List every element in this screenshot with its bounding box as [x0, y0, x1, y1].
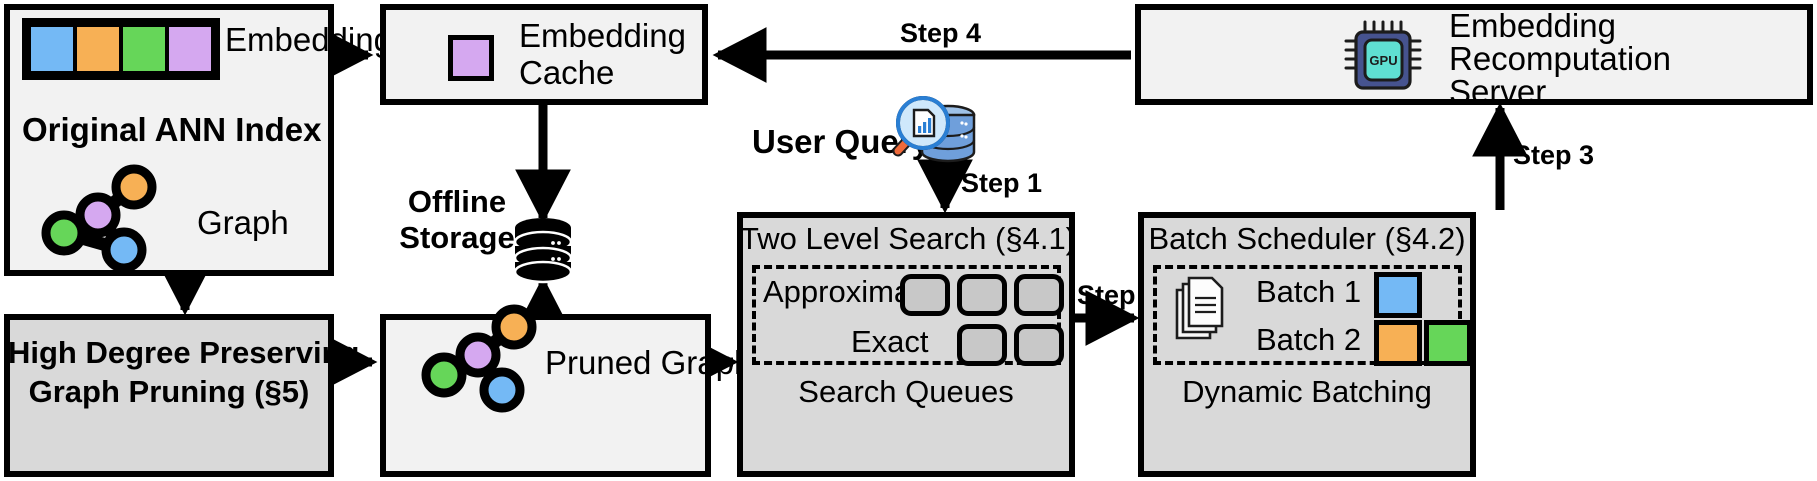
offline-storage-label-line2: Storage [399, 220, 515, 255]
dynamic-batching-dashed-region [1153, 265, 1462, 365]
embedding-cell-orange [77, 27, 119, 71]
embedding-cell-blue [31, 27, 73, 71]
graph-pruning-label-line1: High Degree Preserving [8, 335, 360, 370]
recomputation-server-line3: Server [1449, 73, 1547, 110]
embedding-cell-purple [169, 27, 211, 71]
step4-label: Step 4 [900, 18, 982, 48]
batch-2-label: Batch 2 [1256, 322, 1362, 357]
approximate-queue-slot[interactable] [900, 274, 950, 316]
graph-pruning-box[interactable] [4, 314, 334, 477]
embedding-cache-box[interactable] [380, 4, 708, 105]
approximate-queue-slot[interactable] [957, 274, 1007, 316]
embedding-cache-chip [448, 35, 494, 81]
embedding-label: Embedding [225, 21, 392, 58]
embedding-strip [22, 18, 220, 80]
graph-pruning-label-line2: Graph Pruning (§5) [28, 374, 310, 409]
approximate-queue-row [900, 274, 1064, 316]
graph-label: Graph [197, 204, 289, 241]
batch-2-chip-orange [1374, 320, 1422, 366]
offline-storage-label-line1: Offline [407, 184, 507, 219]
two-level-search-box[interactable] [737, 212, 1075, 477]
embedding-cache-label-line2: Cache [519, 54, 615, 91]
dynamic-batching-footer: Dynamic Batching [1182, 374, 1432, 409]
original-ann-index-title: Original ANN Index [22, 111, 322, 148]
exact-label: Exact [851, 324, 929, 359]
pruned-graph-label: Pruned Graph [545, 344, 753, 381]
two-level-search-title: Two Level Search (§4.1) [740, 221, 1077, 256]
batch-1-label: Batch 1 [1256, 274, 1362, 309]
approximate-queue-slot[interactable] [1014, 274, 1064, 316]
search-queues-dashed-region [752, 265, 1061, 365]
search-queues-footer: Search Queues [798, 374, 1014, 409]
batch-1-chip-blue [1374, 272, 1422, 318]
step3-label: Step 3 [1513, 140, 1595, 170]
recomputation-server-box[interactable] [1135, 4, 1813, 105]
exact-queue-slot[interactable] [957, 324, 1007, 366]
step1-label: Step 1 [961, 168, 1043, 198]
embedding-cell-green [123, 27, 165, 71]
pruned-graph-box[interactable] [380, 314, 711, 477]
batch-scheduler-title: Batch Scheduler (§4.2) [1148, 221, 1466, 256]
exact-queue-slot[interactable] [1014, 324, 1064, 366]
user-query-label: User Query [752, 123, 930, 160]
recomputation-server-line2: Recomputation [1449, 40, 1671, 77]
recomputation-server-line1: Embedding [1449, 7, 1616, 44]
embedding-cache-label-line1: Embedding [519, 17, 686, 54]
exact-queue-row [957, 324, 1064, 366]
batch-2-chip-green [1424, 320, 1472, 366]
